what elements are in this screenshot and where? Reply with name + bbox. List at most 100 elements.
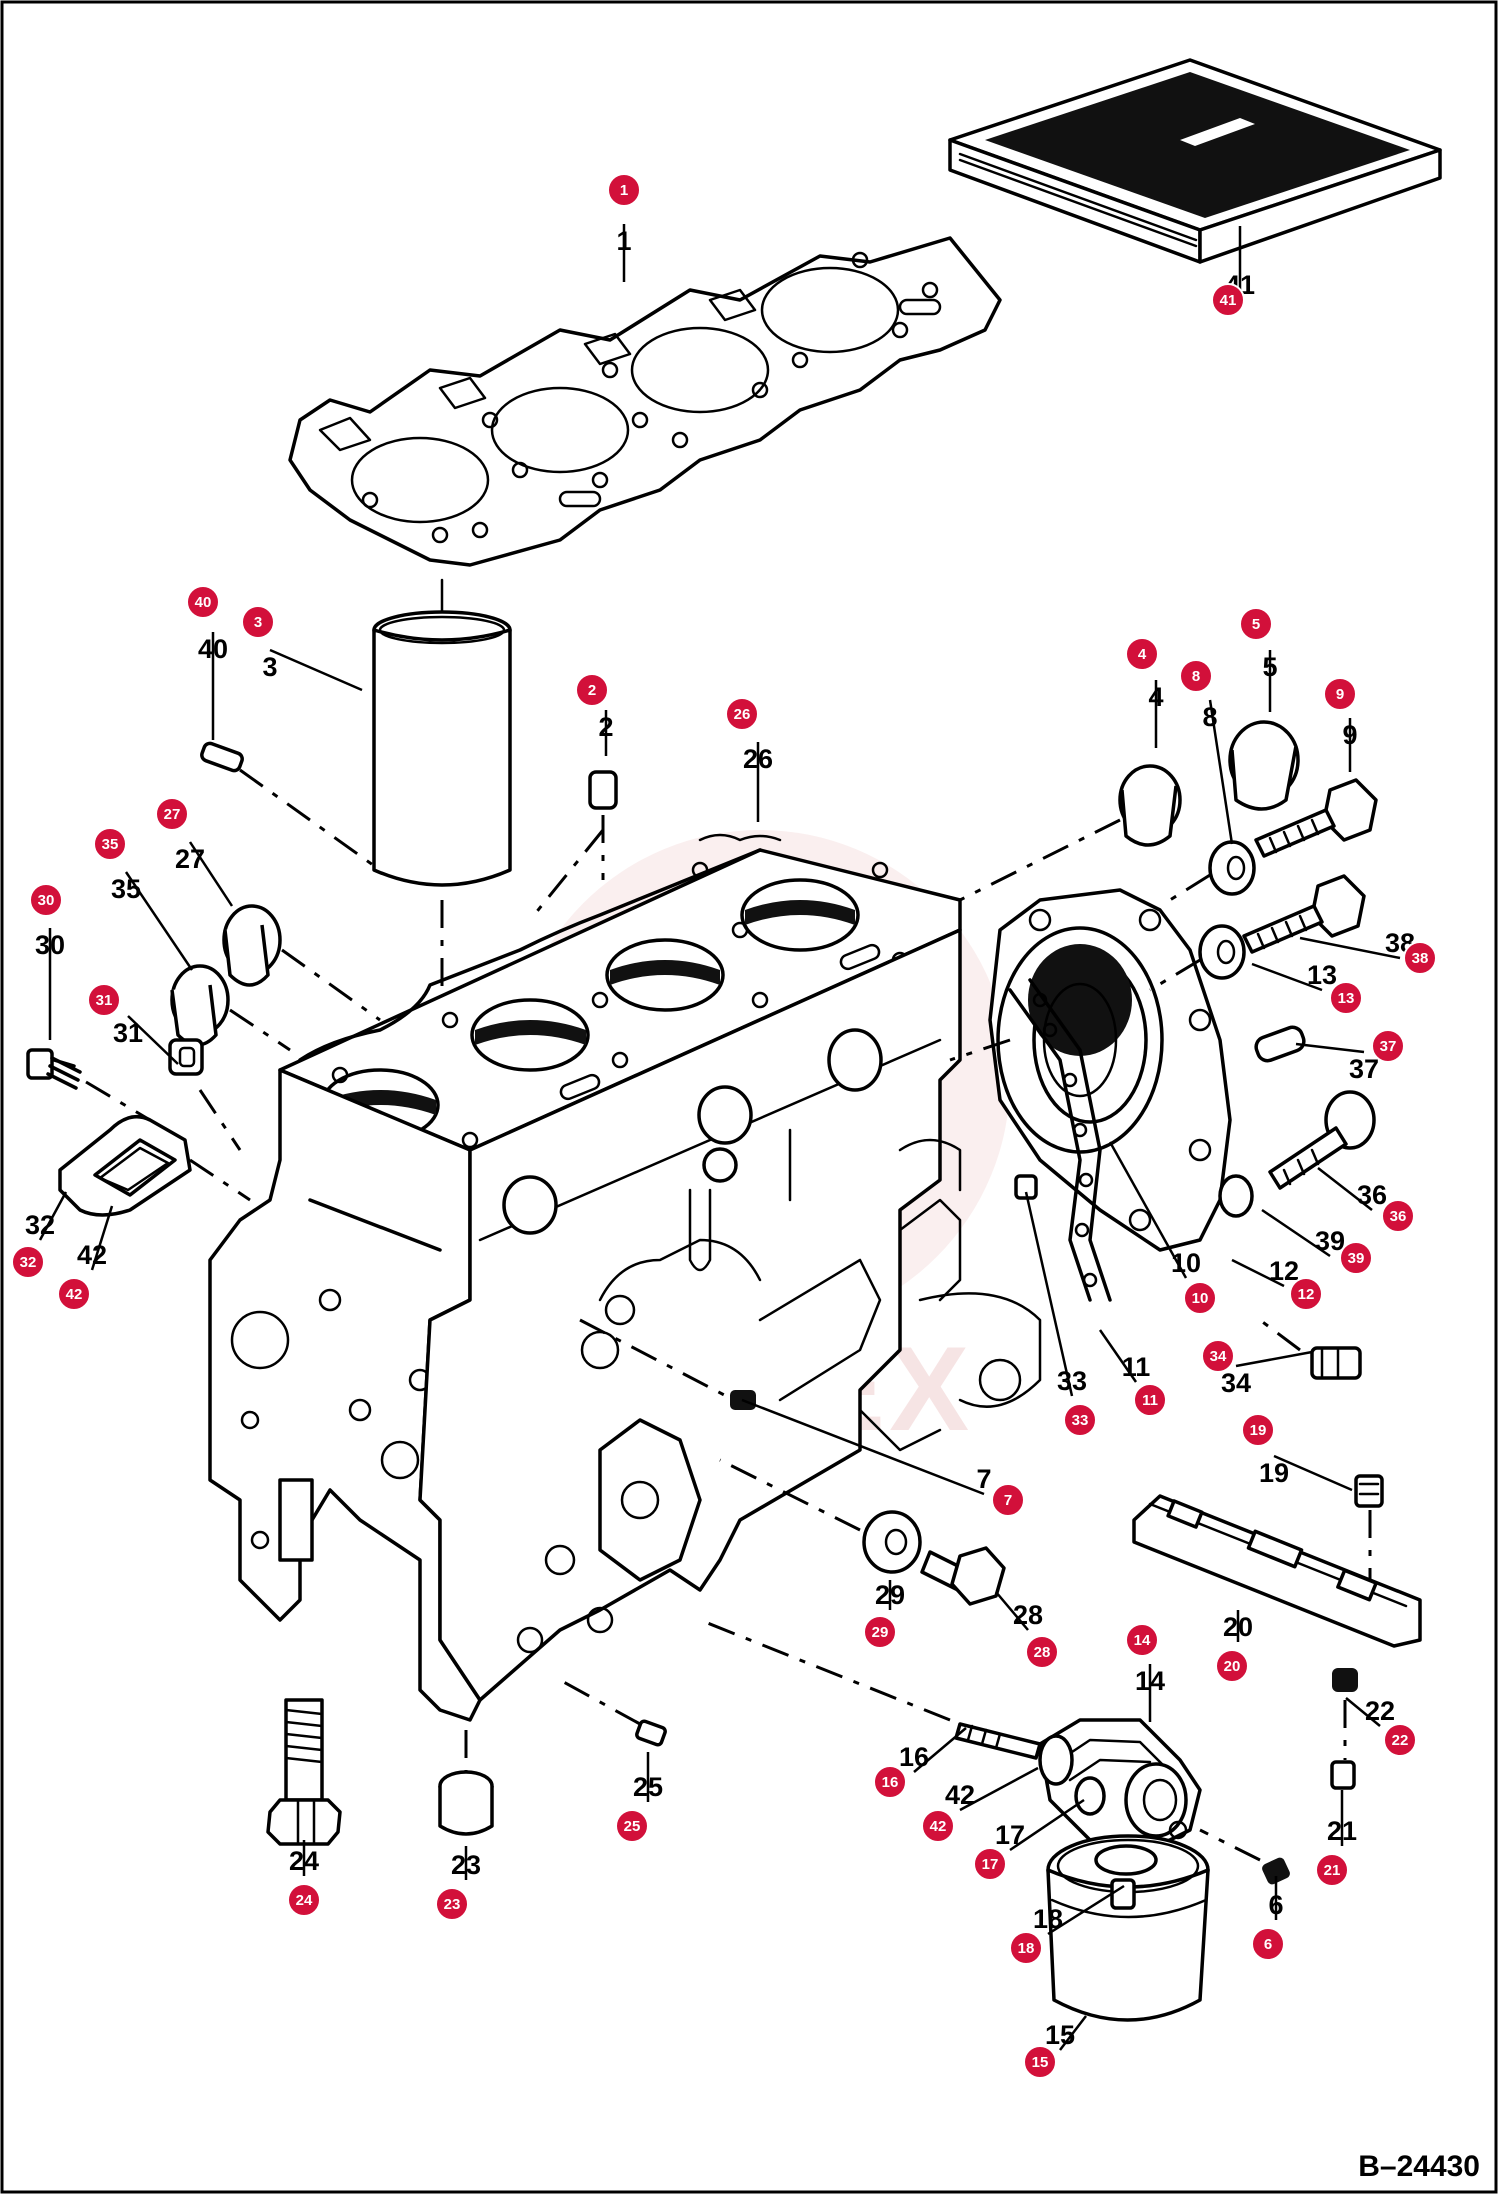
part-number-36: 36: [1357, 1180, 1387, 1210]
callout-badge-label: 9: [1336, 686, 1344, 703]
callout-badge-26[interactable]: 26: [725, 697, 759, 731]
callout-badge-33[interactable]: 33: [1063, 1403, 1097, 1437]
callout-badge-31[interactable]: 31: [87, 983, 121, 1017]
callout-badge-6[interactable]: 6: [1251, 1927, 1285, 1961]
leader-line-37: [1295, 1042, 1365, 1054]
callout-badge-14[interactable]: 14: [1125, 1623, 1159, 1657]
callout-badge-36[interactable]: 36: [1381, 1199, 1415, 1233]
callout-badge-circle: [1323, 677, 1357, 711]
callout-badge-10[interactable]: 10: [1183, 1281, 1217, 1315]
callout-badge-30[interactable]: 30: [29, 883, 63, 917]
callout-badge-21[interactable]: 21: [1315, 1853, 1349, 1887]
part-number-15: 15: [1045, 2020, 1075, 2050]
part-number-19: 19: [1259, 1458, 1289, 1488]
callout-badge-circle: [241, 605, 275, 639]
callout-badge-label: 34: [1210, 1348, 1227, 1365]
part-16-stud: [699, 1618, 1042, 1760]
callout-badge-label: 23: [444, 1896, 461, 1913]
callout-badge-5[interactable]: 5: [1239, 607, 1273, 641]
part-number-7: 7: [976, 1464, 991, 1494]
callout-badge-41[interactable]: 41: [1211, 283, 1245, 317]
callout-badge-18[interactable]: 18: [1009, 1931, 1043, 1965]
part-33-plug: [1014, 1174, 1038, 1200]
callout-badge-25[interactable]: 25: [615, 1809, 649, 1843]
callout-badge-label: 11: [1142, 1392, 1158, 1409]
callout-badge-22[interactable]: 22: [1383, 1723, 1417, 1757]
callout-badge-42[interactable]: 42: [57, 1277, 91, 1311]
callout-badge-circle: [1315, 1853, 1349, 1887]
leader-line-28: [995, 1591, 1029, 1631]
callout-badge-label: 5: [1252, 616, 1260, 633]
callout-badge-9[interactable]: 9: [1323, 677, 1357, 711]
callout-badge-27[interactable]: 27: [155, 797, 189, 831]
part-number-26: 26: [743, 744, 773, 774]
callout-badge-42[interactable]: 42: [921, 1809, 955, 1843]
part-1-head-gasket: [288, 236, 1002, 567]
callout-badge-circle: [921, 1809, 955, 1843]
leader-line-38: [1299, 936, 1401, 960]
callout-badge-17[interactable]: 17: [973, 1847, 1007, 1881]
part-number-10: 10: [1171, 1248, 1201, 1278]
callout-badge-32[interactable]: 32: [11, 1245, 45, 1279]
callout-badge-circle: [1063, 1403, 1097, 1437]
part-number-3: 3: [262, 652, 277, 682]
callout-badge-38[interactable]: 38: [1403, 941, 1437, 975]
callout-badge-24[interactable]: 24: [287, 1883, 321, 1917]
part-number-23: 23: [451, 1850, 481, 1880]
callout-badge-28[interactable]: 28: [1025, 1635, 1059, 1669]
callout-badge-circle: [1371, 1029, 1405, 1063]
callout-badge-label: 42: [66, 1286, 83, 1303]
callout-badge-circle: [1251, 1927, 1285, 1961]
callout-badge-circle: [1403, 941, 1437, 975]
callout-badge-40[interactable]: 40: [186, 585, 220, 619]
callout-badge-label: 18: [1018, 1940, 1035, 1957]
leader-line-42: [959, 1766, 1039, 1812]
callout-badge-2[interactable]: 2: [575, 673, 609, 707]
part-number-21: 21: [1327, 1816, 1357, 1846]
callout-badge-11[interactable]: 11: [1133, 1383, 1167, 1417]
callout-badge-7[interactable]: 7: [991, 1483, 1025, 1517]
callout-badge-19[interactable]: 19: [1241, 1413, 1275, 1447]
callout-badge-12[interactable]: 12: [1289, 1277, 1323, 1311]
callout-badge-8[interactable]: 8: [1179, 659, 1213, 693]
leader-line-7: [741, 1398, 985, 1496]
callout-badge-circle: [1211, 283, 1245, 317]
callout-badge-label: 29: [872, 1624, 889, 1641]
callout-badge-label: 30: [38, 892, 55, 909]
callout-badge-label: 40: [195, 594, 212, 611]
part-27-plug: [222, 904, 381, 1022]
callout-badge-circle: [1339, 1241, 1373, 1275]
callout-badge-1[interactable]: 1: [607, 173, 641, 207]
callout-badge-15[interactable]: 15: [1023, 2045, 1057, 2079]
callout-badge-4[interactable]: 4: [1125, 637, 1159, 671]
callout-badge-label: 32: [20, 1254, 37, 1271]
part-14-filter-head: [1038, 1718, 1202, 1852]
callout-badge-16[interactable]: 16: [873, 1765, 907, 1799]
callout-badge-20[interactable]: 20: [1215, 1649, 1249, 1683]
part-3-cylinder-sleeve: [372, 578, 512, 1080]
part-number-1: 1: [616, 226, 631, 256]
part-number-35: 35: [111, 874, 141, 904]
part-number-28: 28: [1013, 1600, 1043, 1630]
callout-badge-label: 20: [1224, 1658, 1241, 1675]
callout-badge-circle: [1241, 1413, 1275, 1447]
callout-badge-label: 42: [930, 1818, 947, 1835]
part-38-bolt: [1242, 874, 1366, 954]
callout-badge-3[interactable]: 3: [241, 605, 275, 639]
callout-badge-37[interactable]: 37: [1371, 1029, 1405, 1063]
part-21-screw: [1330, 1760, 1356, 1790]
part-23-plug: [438, 1730, 494, 1836]
part-9-bolt: [1254, 778, 1378, 858]
callout-badge-circle: [1009, 1931, 1043, 1965]
leader-line-8: [1208, 699, 1234, 845]
callout-badge-label: 24: [296, 1892, 313, 1909]
callout-badge-39[interactable]: 39: [1339, 1241, 1373, 1275]
callout-badge-13[interactable]: 13: [1329, 981, 1363, 1015]
callout-badge-35[interactable]: 35: [93, 827, 127, 861]
callout-badge-34[interactable]: 34: [1201, 1339, 1235, 1373]
callout-badge-23[interactable]: 23: [435, 1887, 469, 1921]
leader-line-33: [1024, 1191, 1074, 1397]
callout-badge-circle: [93, 827, 127, 861]
callout-badge-29[interactable]: 29: [863, 1615, 897, 1649]
callout-badge-circle: [1125, 1623, 1159, 1657]
